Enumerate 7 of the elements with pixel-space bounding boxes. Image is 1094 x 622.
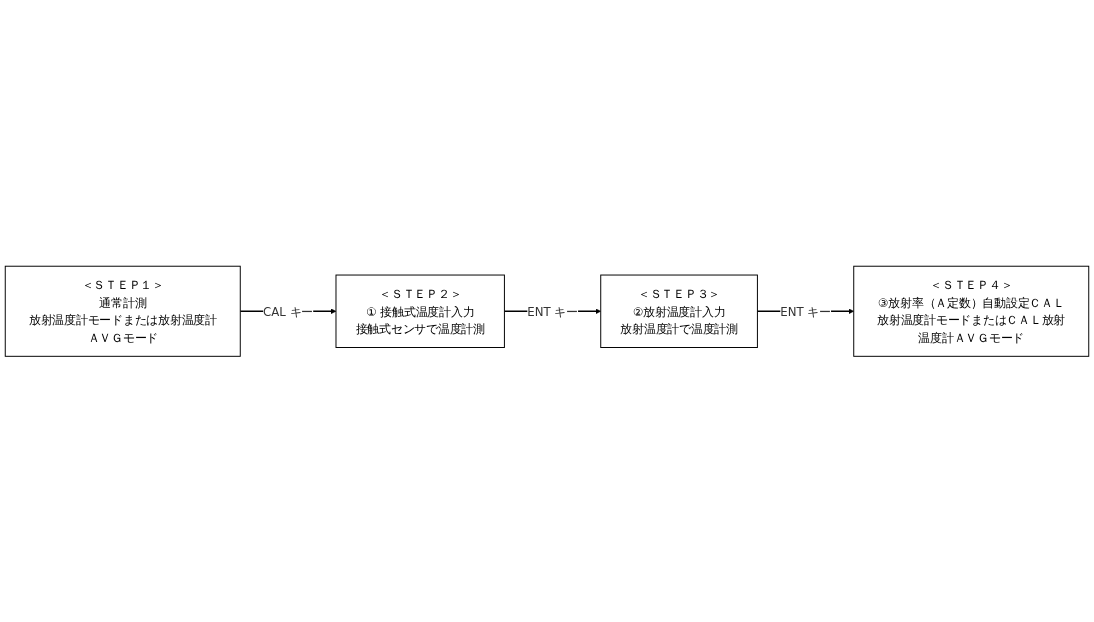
node-box: ＜ＳＴＥＰ４＞ ③放射率（Ａ定数）自動設定ＣＡＬ放射温度計モードまたはＣＡＬ放射温度計ＡＶＧモード [853, 265, 1090, 357]
edge-label: ENT キー [780, 304, 831, 318]
node-box: ＜ＳＴＥＰ２＞ ① 接触式温度計入力 接触式センサで温度計測 [335, 274, 505, 348]
node-box: ＜ＳＴＥＰ１＞ 通常計測 放射温度計モードまたは放射温度計ＡＶＧモード [4, 265, 241, 357]
edge-label: CAL キー [263, 304, 314, 318]
node-box: ＜ＳＴＥＰ３＞ ②放射温度計入力 放射温度計で温度計測 [600, 274, 758, 348]
edge-label: ENT キー [527, 304, 578, 318]
